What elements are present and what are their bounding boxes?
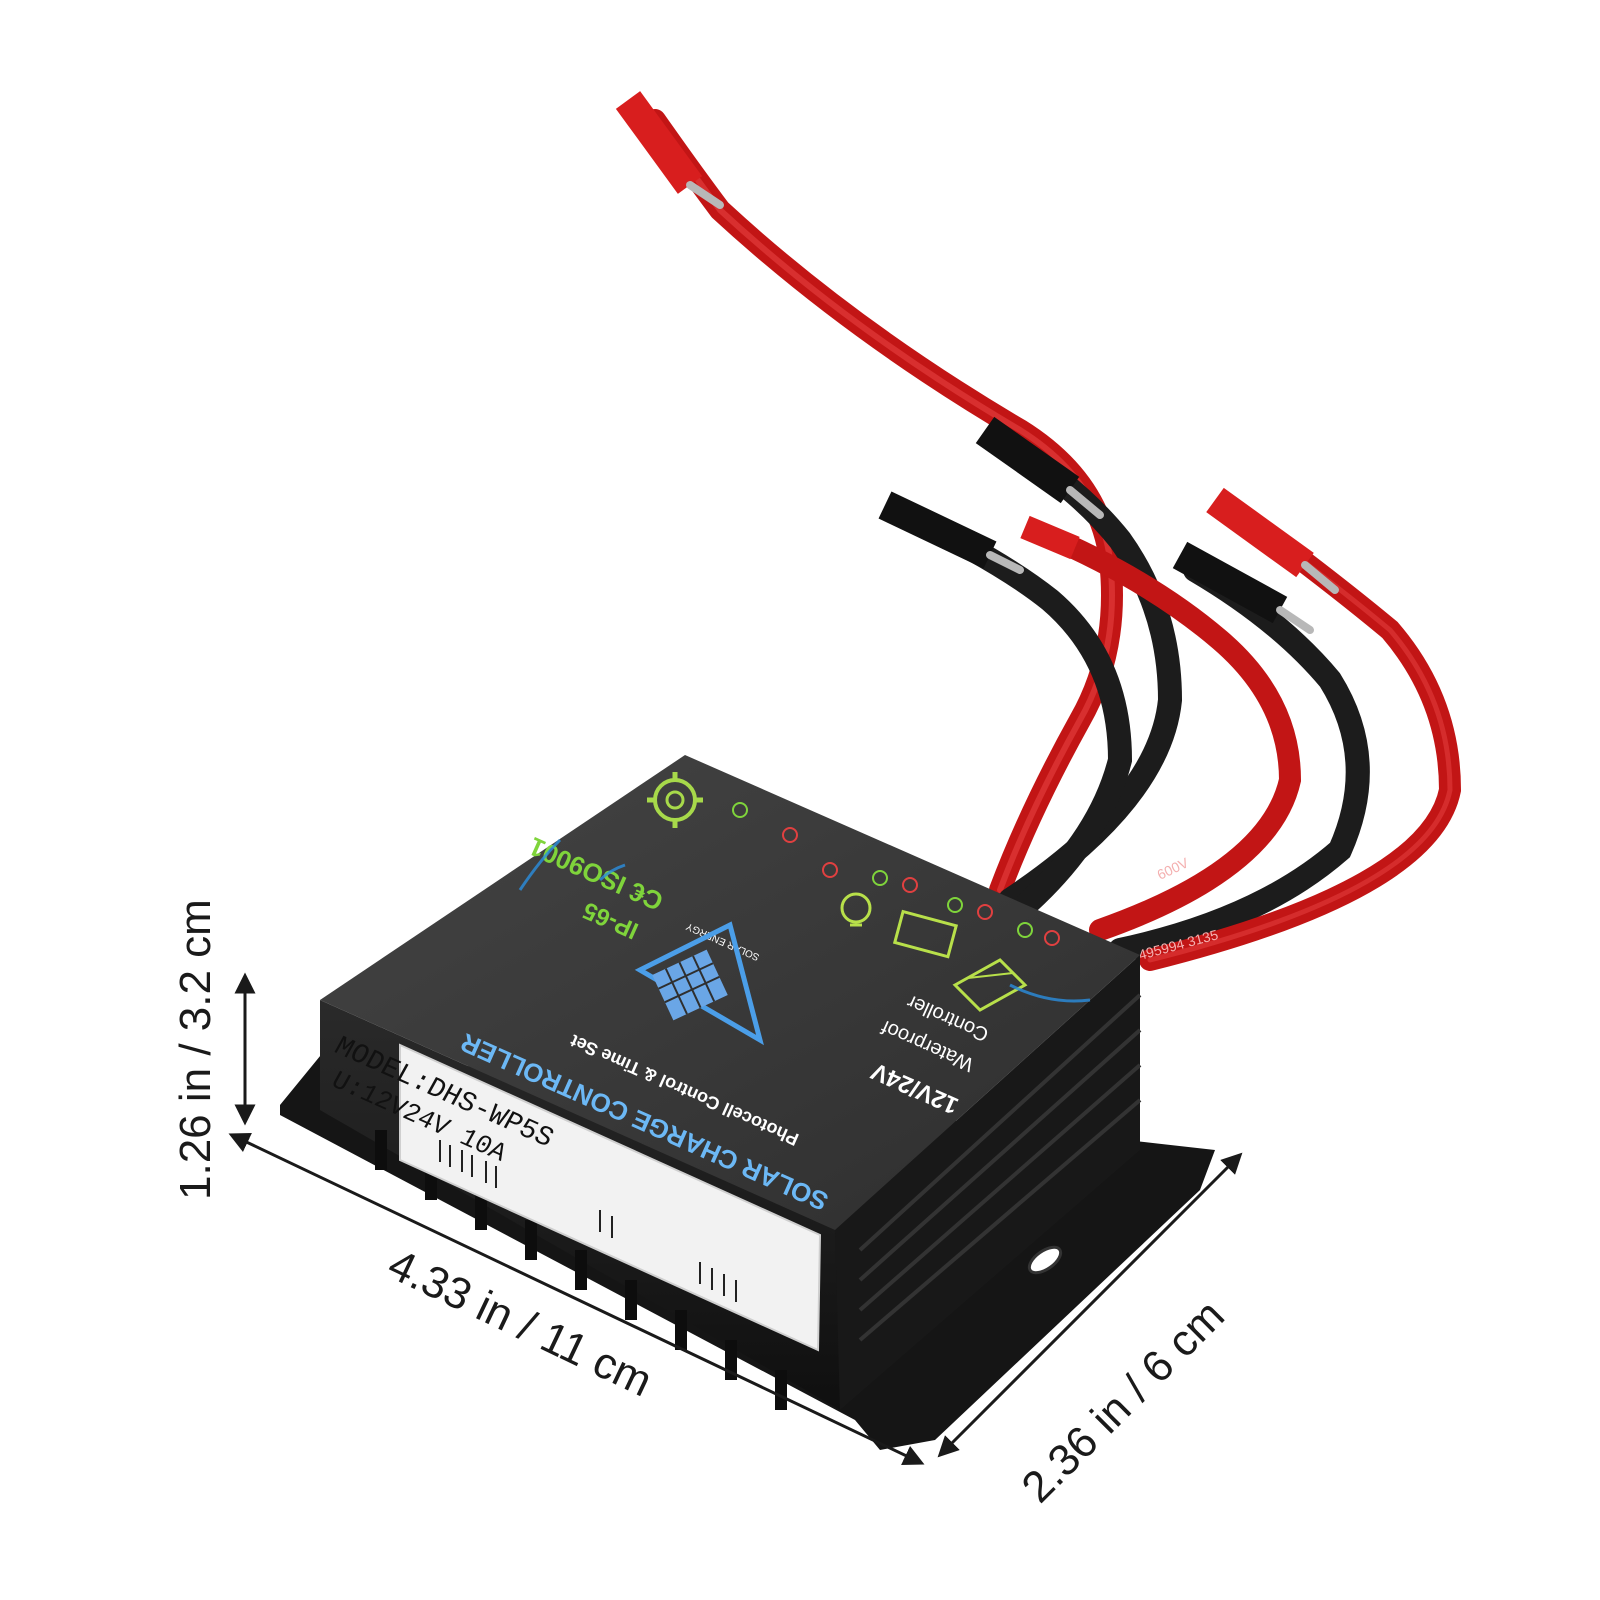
black-wire-2 bbox=[893, 503, 1133, 922]
light-streaks bbox=[518, 838, 1091, 1003]
top-panel bbox=[320, 755, 1140, 1230]
height-label: 1.26 in / 3.2 cm bbox=[171, 899, 220, 1200]
width-arrow bbox=[937, 1152, 1243, 1458]
gear-icon bbox=[647, 772, 703, 828]
black-wire-3 bbox=[1108, 558, 1370, 962]
battery-icon bbox=[892, 909, 959, 959]
red-wire-2 bbox=[1034, 524, 1302, 941]
length-arrow bbox=[228, 1133, 925, 1465]
height-dimension: 1.26 in / 3.2 cm bbox=[171, 899, 256, 1200]
indicator-leds bbox=[732, 802, 1060, 946]
solar-panel-icon bbox=[952, 958, 1028, 1012]
wire-bundle: 600V 495994 3135 bbox=[615, 91, 1462, 971]
wire-print-a: 600V bbox=[1155, 854, 1192, 883]
solar-house-logo bbox=[634, 921, 764, 1046]
bulb-icon bbox=[840, 892, 872, 927]
